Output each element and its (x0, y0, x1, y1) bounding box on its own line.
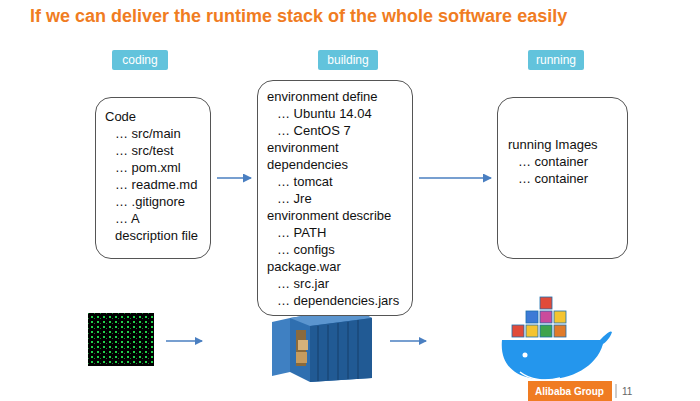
box-text: … configs (267, 241, 406, 258)
stage-tab: building (318, 50, 378, 70)
box-text: environment dependencies (267, 139, 406, 173)
box-text: Code (105, 108, 204, 125)
box-text: environment define (267, 88, 406, 105)
logo-bar (528, 381, 612, 401)
box-text: running (532, 53, 580, 67)
box-text: … pom.xml (105, 159, 204, 176)
docker-whale-image (502, 297, 612, 380)
stage-box: environment define… Ubuntu 14.04… CentOS… (257, 80, 413, 316)
box-text: coding (116, 53, 164, 67)
box-text: building (322, 53, 374, 67)
box-text: running Images (508, 136, 621, 153)
image-arrow (166, 340, 202, 342)
page-number: 11 (622, 386, 632, 397)
box-text: … dependencies.jars (267, 292, 406, 309)
box-text: … PATH (267, 224, 406, 241)
box-text: … src.jar (267, 275, 406, 292)
box-text: … readme.md (105, 176, 204, 193)
stage-tab: running (528, 50, 584, 70)
code-matrix-image (88, 313, 154, 366)
box-text: package.war (267, 258, 406, 275)
box-text: … container (508, 153, 621, 170)
box-text: … CentOS 7 (267, 122, 406, 139)
stage-box: running Images… container… container (497, 97, 628, 259)
slide-title: If we can deliver the runtime stack of t… (30, 6, 567, 27)
box-text: … .gitignore (105, 193, 204, 210)
box-text: … A description file (105, 210, 204, 244)
stage-tab: coding (112, 50, 168, 70)
container-image (272, 308, 372, 382)
flow-arrow (419, 177, 491, 179)
box-text: … src/test (105, 142, 204, 159)
logo-separator (616, 384, 617, 398)
stage-box: Code… src/main… src/test… pom.xml… readm… (95, 97, 211, 259)
box-text: … Jre (267, 190, 406, 207)
flow-arrow (217, 177, 251, 179)
image-arrow (390, 340, 426, 342)
box-text: … tomcat (267, 173, 406, 190)
box-text: … src/main (105, 125, 204, 142)
box-text: … Ubuntu 14.04 (267, 105, 406, 122)
logo-text: Alibaba Group (535, 386, 604, 397)
box-text: … container (508, 170, 621, 187)
box-text: environment describe (267, 207, 406, 224)
